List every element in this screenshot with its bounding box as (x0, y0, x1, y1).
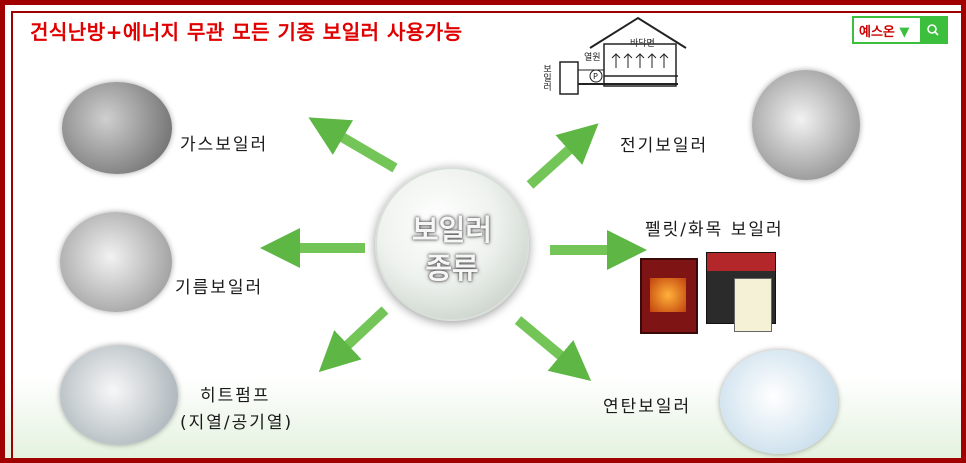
stove-window (650, 278, 686, 312)
pellet-boiler-unit (734, 278, 772, 332)
floor-label: 바닥면 (630, 38, 655, 49)
center-title-line1: 보일러 (411, 213, 493, 247)
pellet-boiler-label: 펠릿/화목 보일러 (645, 220, 784, 240)
heating-diagram: 보일러 열원 P 바닥면 (541, 16, 687, 95)
arrow-icon (514, 316, 592, 382)
boiler-label: 보일러 (541, 64, 551, 92)
heatpump-sub-label: (지열/공기열) (180, 413, 294, 433)
electric-boiler-photo (752, 70, 860, 180)
center-bubble: 보일러 종류 (375, 167, 529, 321)
heatpump-label: 히트펌프 (200, 386, 271, 406)
heat-label: 열원 (584, 52, 601, 63)
electric-boiler-label: 전기보일러 (620, 136, 709, 156)
arrow-icon (308, 117, 398, 173)
site-selector[interactable]: 예스온 ▼ (852, 16, 948, 44)
inner-frame (11, 11, 965, 462)
gas-boiler-label: 가스보일러 (180, 135, 269, 155)
search-icon (927, 24, 939, 36)
search-button[interactable] (920, 18, 946, 42)
pump-label: P (593, 72, 598, 81)
arrow-icon (318, 306, 389, 373)
oil-boiler-photo (60, 212, 172, 312)
center-title-line2: 종류 (425, 251, 479, 285)
pellet-stove-red (640, 258, 698, 334)
selector-value: 예스온 ▼ (859, 25, 910, 40)
briquette-boiler-photo (720, 350, 838, 454)
chevron-down-icon: ▼ (899, 25, 910, 40)
heatpump-photo (60, 345, 178, 445)
pellet-boiler-lid (707, 253, 775, 271)
arrow-icon (526, 123, 599, 189)
gas-boiler-photo (62, 82, 172, 174)
briquette-boiler-label: 연탄보일러 (603, 397, 692, 417)
page-title: 건식난방+에너지 무관 모든 기종 보일러 사용가능 (30, 20, 463, 44)
oil-boiler-label: 기름보일러 (175, 278, 264, 298)
